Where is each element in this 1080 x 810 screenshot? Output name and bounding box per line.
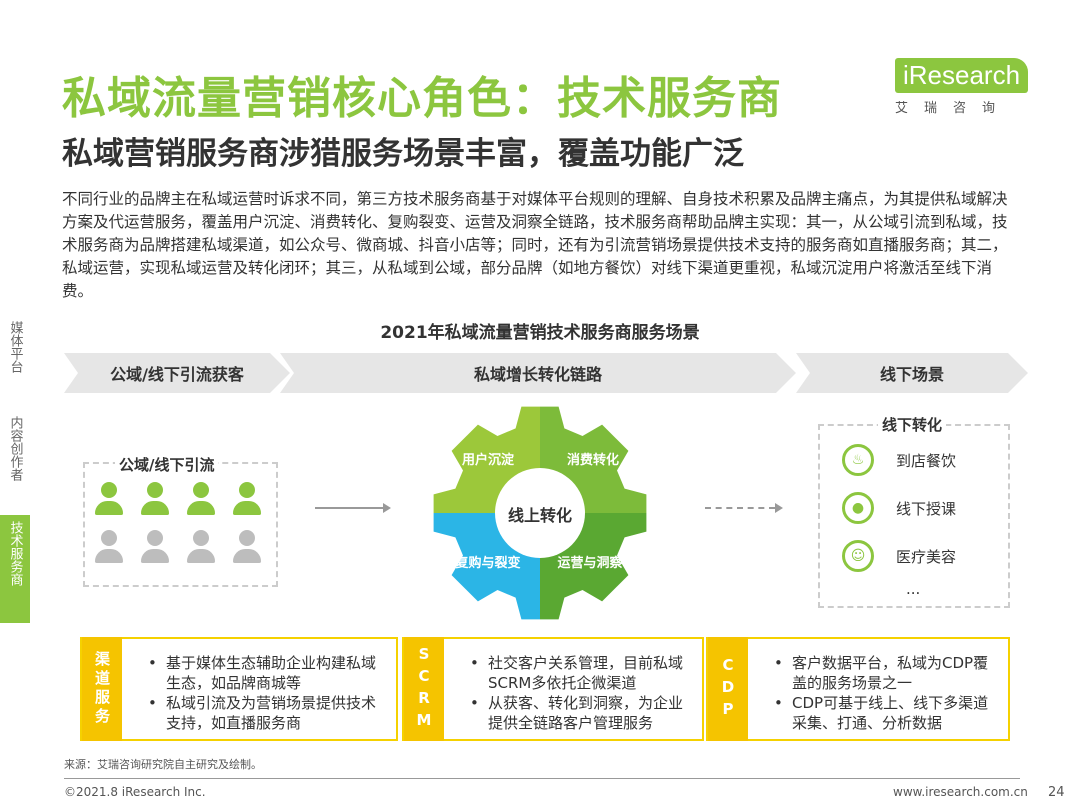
offline-item: ♨到店餐饮: [842, 436, 956, 484]
gear-label: 运营与洞察: [557, 555, 623, 571]
page-subtitle: 私域营销服务商涉猎服务场景丰富，覆盖功能广泛: [62, 136, 744, 172]
iresearch-logo: iResearch 艾瑞咨询: [895, 58, 1029, 116]
offline-item: ☺医疗美容: [842, 532, 956, 580]
person-icon: [95, 482, 123, 516]
sidebar-item-tech[interactable]: 技术服务商: [0, 515, 30, 623]
page-number: 24: [1048, 785, 1065, 800]
gear-label: 用户沉淀: [461, 452, 515, 468]
inflow-title: 公域/线下引流: [115, 454, 219, 475]
stage-arrow: 私域增长转化链路: [280, 353, 796, 393]
sidebar-item-creator[interactable]: 内容创作者: [7, 416, 23, 481]
person-icon: [233, 530, 261, 564]
more-label: ...: [906, 580, 921, 598]
person-icon: [95, 530, 123, 564]
teacher-icon: ●: [842, 492, 874, 524]
dining-icon: ♨: [842, 444, 874, 476]
copyright: ©2021.8 iResearch Inc.: [64, 785, 206, 799]
person-icon: [141, 482, 169, 516]
person-icon: [233, 482, 261, 516]
source-note: 来源：艾瑞咨询研究院自主研究及绘制。: [64, 758, 262, 771]
offline-list: ♨到店餐饮 ●线下授课 ☺医疗美容 ...: [842, 436, 956, 598]
person-icon: [187, 482, 215, 516]
gear-label: 复购与裂变: [454, 555, 520, 571]
chart-title: 2021年私域流量营销技术服务商服务场景: [380, 323, 700, 343]
offline-item: ●线下授课: [842, 484, 956, 532]
face-icon: ☺: [842, 540, 874, 572]
sidebar-item-media[interactable]: 媒体平台: [7, 321, 23, 373]
person-icon: [141, 530, 169, 564]
card-cdp: CDP 客户数据平台，私域为CDP覆盖的服务场景之一CDP可基于线上、线下多渠道…: [706, 637, 1010, 741]
stage-arrow: 公域/线下引流获客: [64, 353, 290, 393]
arrow-right-icon: [315, 507, 389, 509]
intro-paragraph: 不同行业的品牌主在私域运营时诉求不同，第三方技术服务商基于对媒体平台规则的理解、…: [62, 190, 1008, 300]
page-title: 私域流量营销核心角色：技术服务商: [62, 73, 782, 124]
website-link[interactable]: www.iresearch.com.cn: [893, 785, 1028, 799]
gear-label: 消费转化: [567, 452, 619, 468]
inflow-box: [83, 462, 278, 587]
card-channel: 渠道服务 基于媒体生态辅助企业构建私域生态，如品牌商城等私域引流及为营销场景提供…: [80, 637, 398, 741]
offline-title: 线下转化: [878, 414, 947, 435]
footer-divider: [64, 778, 1020, 779]
gear-diagram: 线上转化 用户沉淀 消费转化 复购与裂变 运营与洞察: [433, 406, 647, 620]
dashed-arrow-icon: [705, 507, 775, 509]
stage-arrow: 线下场景: [796, 353, 1028, 393]
card-scrm: SCRM 社交客户关系管理，目前私域SCRM多依托企微渠道从获客、转化到洞察，为…: [402, 637, 704, 741]
person-icon: [187, 530, 215, 564]
gear-center-label: 线上转化: [508, 506, 572, 525]
gear-center: [495, 468, 585, 558]
